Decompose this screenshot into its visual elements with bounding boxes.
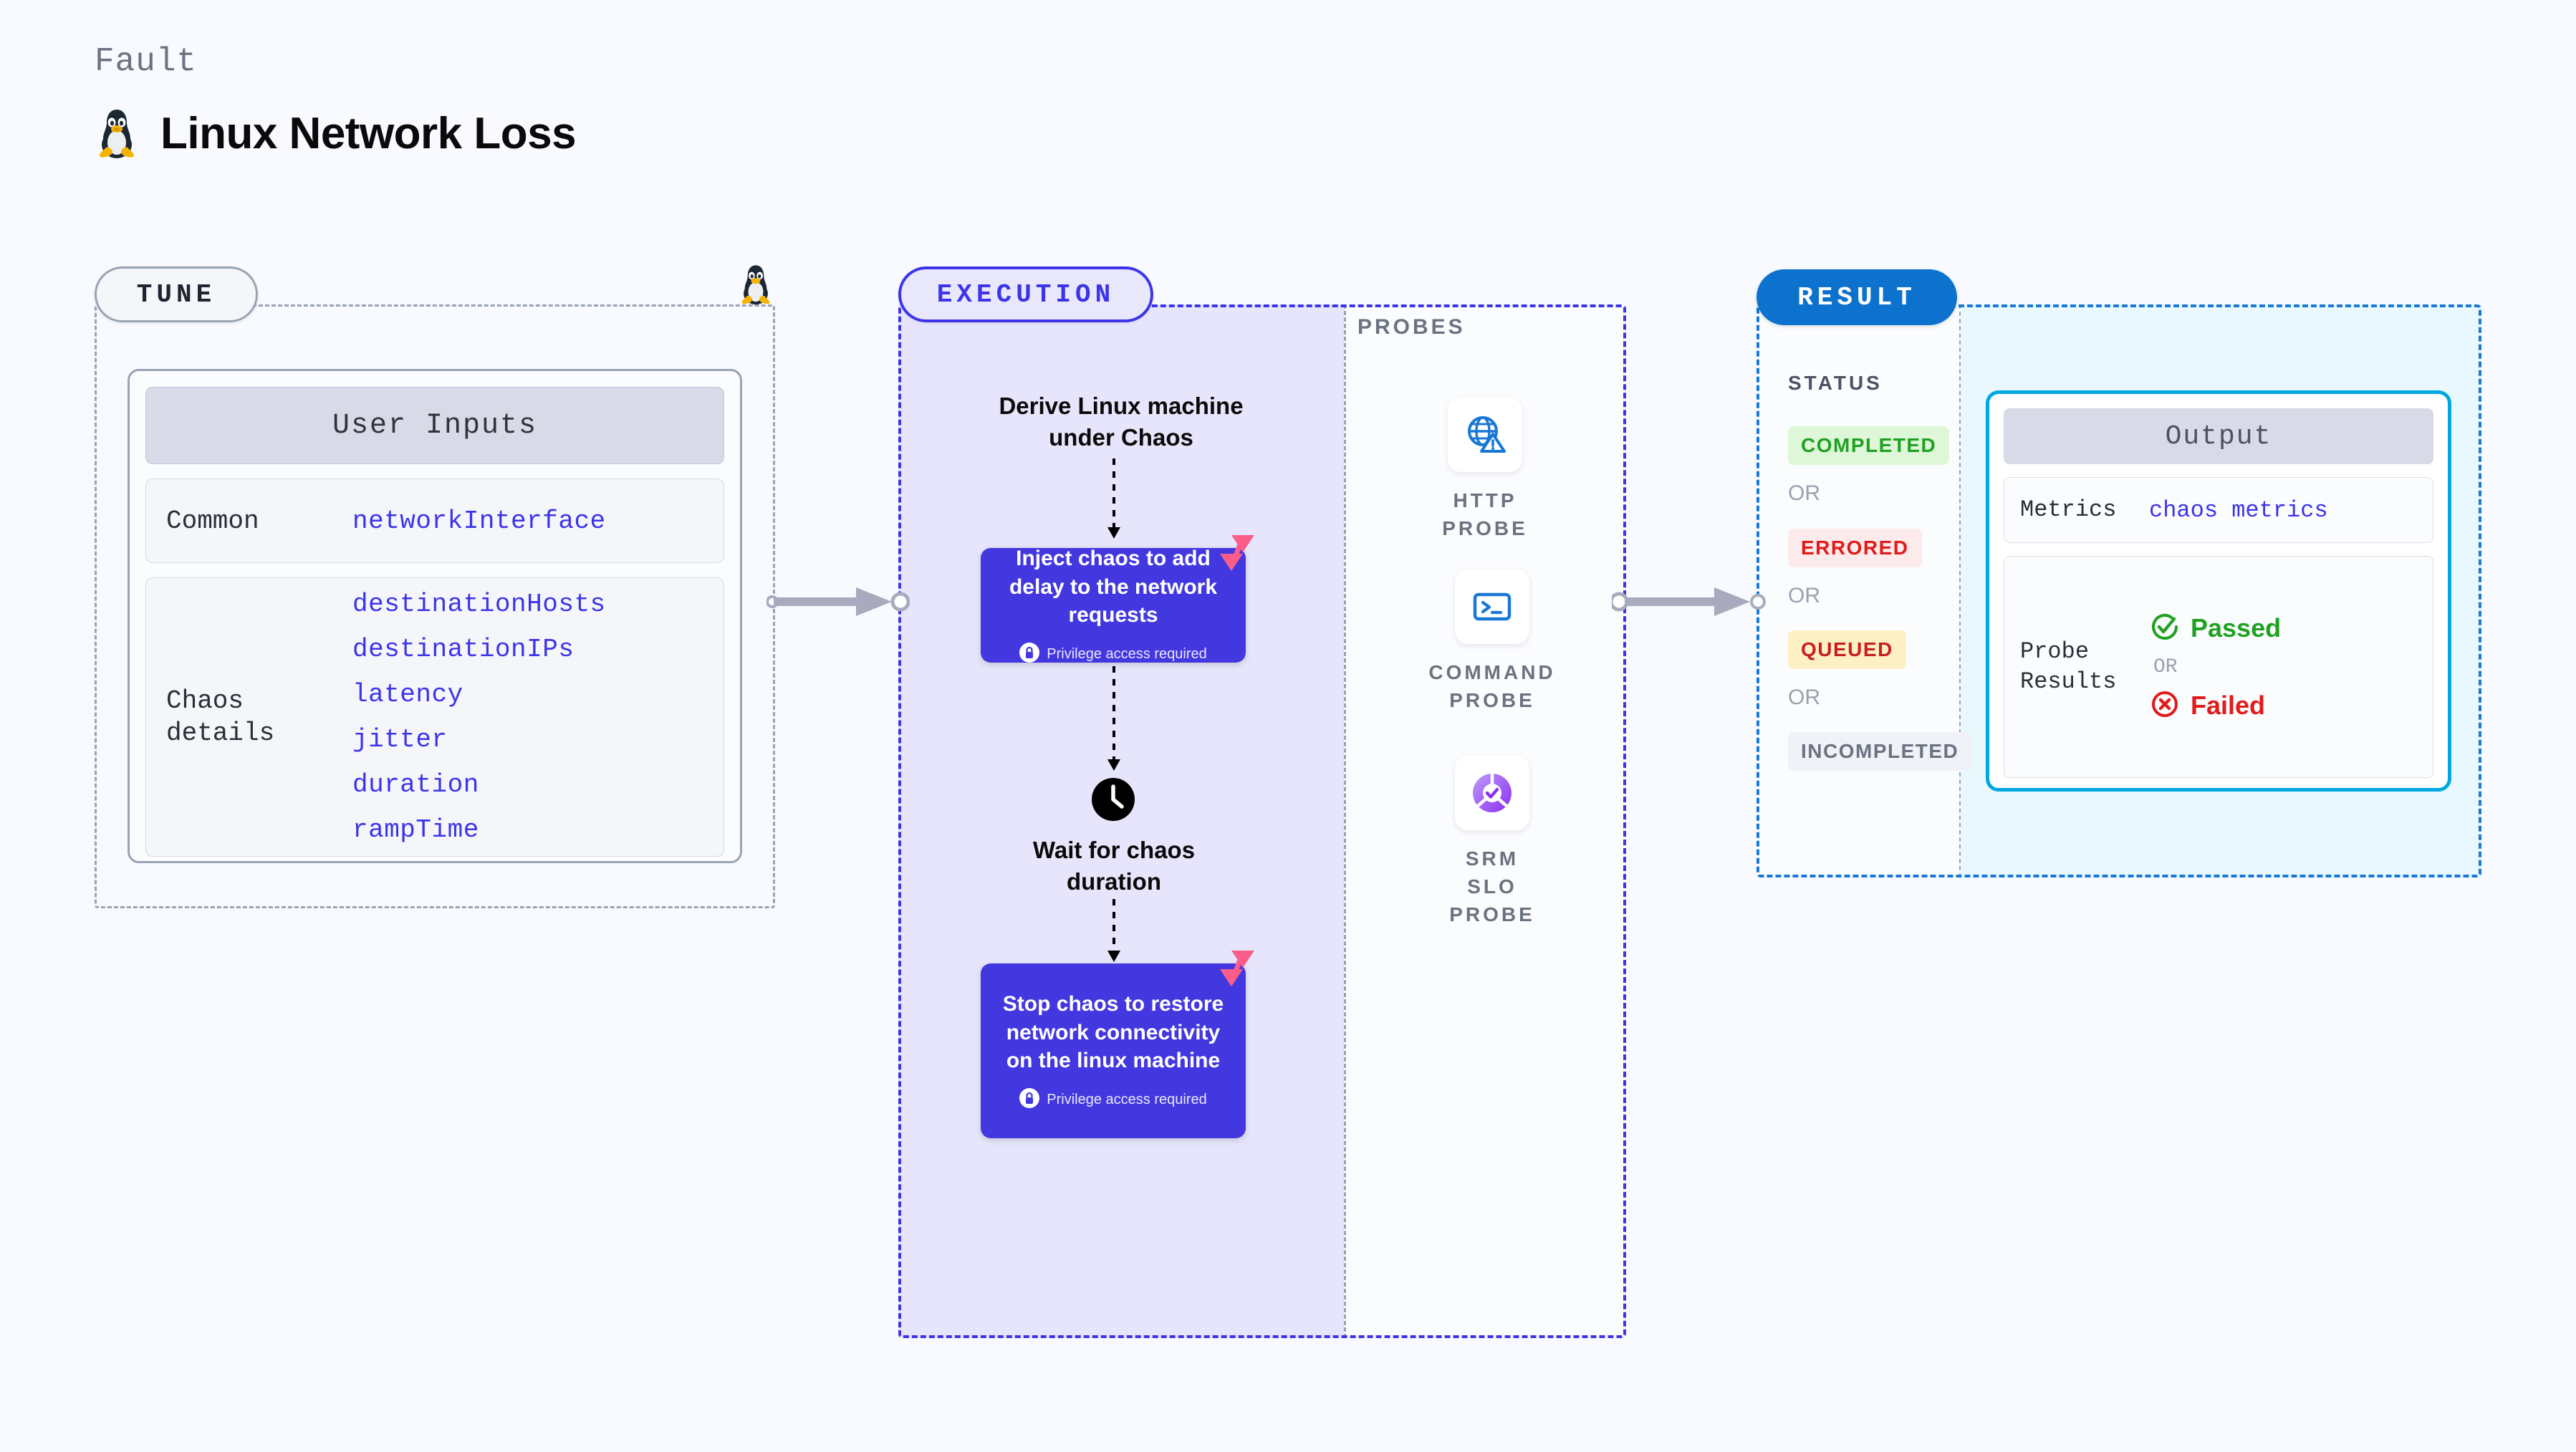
probe-results-values: Passed OR Failed bbox=[2149, 611, 2281, 723]
input-group-chaos-details: Chaos details destinationHosts destinati… bbox=[145, 577, 724, 857]
harness-logo-icon bbox=[1217, 532, 1259, 577]
probe-result-failed: Failed bbox=[2149, 688, 2281, 723]
output-metrics-value[interactable]: chaos metrics bbox=[2149, 496, 2328, 524]
status-badge-queued: QUEUED bbox=[1788, 630, 1906, 669]
probe-item-srm-slo[interactable]: SRM SLO PROBE bbox=[1446, 756, 1539, 929]
result-panel-badge[interactable]: RESULT bbox=[1756, 269, 1957, 325]
x-circle-icon bbox=[2149, 688, 2181, 723]
tux-penguin-icon bbox=[738, 264, 774, 309]
terminal-icon bbox=[1455, 569, 1529, 644]
fault-eyebrow-label: Fault bbox=[95, 43, 198, 80]
status-section-label: STATUS bbox=[1788, 372, 1883, 394]
param-destinationips[interactable]: destinationIPs bbox=[352, 635, 575, 664]
output-row-probe-results: Probe Results Passed OR bbox=[2004, 556, 2433, 778]
status-badge-errored: ERRORED bbox=[1788, 529, 1922, 567]
page-title: Linux Network Loss bbox=[160, 108, 577, 158]
probe-item-command[interactable]: COMMAND PROBE bbox=[1428, 569, 1553, 714]
output-metrics-label: Metrics bbox=[2020, 496, 2117, 524]
execution-probes-region bbox=[898, 304, 1626, 1338]
tune-panel-badge[interactable]: TUNE bbox=[95, 266, 258, 322]
probe-failed-label: Failed bbox=[2191, 691, 2266, 720]
execution-panel-badge[interactable]: EXECUTION bbox=[898, 266, 1153, 322]
privilege-notice: Privilege access required bbox=[1019, 1088, 1207, 1112]
page-title-row: Linux Network Loss bbox=[95, 107, 577, 159]
tux-penguin-icon bbox=[95, 107, 139, 159]
input-group-label: Common bbox=[166, 506, 259, 536]
lock-icon bbox=[1019, 643, 1040, 666]
connector-tune-to-execution bbox=[766, 587, 910, 616]
probe-passed-label: Passed bbox=[2191, 613, 2282, 643]
flow-arrow-down bbox=[1107, 666, 1120, 771]
output-probe-results-label: Probe Results bbox=[2020, 638, 2117, 695]
param-duration[interactable]: duration bbox=[352, 770, 479, 799]
result-status-column bbox=[1756, 304, 1961, 878]
probes-section-label: PROBES bbox=[1357, 315, 1466, 339]
execution-node-text: Stop chaos to restore network connectivi… bbox=[1002, 991, 1224, 1073]
execution-column bbox=[898, 304, 1344, 1338]
probe-label: SRM SLO PROBE bbox=[1449, 847, 1535, 926]
probe-label: COMMAND PROBE bbox=[1428, 661, 1556, 712]
execution-node-stop-chaos[interactable]: Stop chaos to restore network connectivi… bbox=[981, 951, 1254, 1138]
privilege-text: Privilege access required bbox=[1047, 1092, 1207, 1108]
harness-logo-icon bbox=[1217, 948, 1259, 993]
output-row-metrics: Metrics chaos metrics bbox=[2004, 477, 2433, 543]
execution-step-wait-heading: Wait for chaos duration bbox=[1032, 837, 1196, 895]
user-inputs-header: User Inputs bbox=[145, 387, 724, 464]
user-inputs-card: User Inputs Common networkInterface Chao… bbox=[128, 369, 742, 863]
connector-execution-to-result bbox=[1612, 587, 1766, 616]
result-panel-region bbox=[1756, 304, 2481, 878]
privilege-notice: Privilege access required bbox=[1019, 643, 1207, 666]
execution-step-derive-heading: Derive Linux machine under Chaos bbox=[999, 393, 1244, 451]
input-group-common: Common networkInterface bbox=[145, 479, 724, 563]
param-latency[interactable]: latency bbox=[352, 680, 463, 709]
status-or-3: OR bbox=[1788, 686, 1820, 709]
param-jitter[interactable]: jitter bbox=[352, 725, 448, 754]
status-or-2: OR bbox=[1788, 584, 1820, 607]
flow-arrow-down bbox=[1107, 458, 1120, 539]
execution-node-text: Inject chaos to add delay to the network… bbox=[1009, 546, 1218, 628]
status-badge-incompleted: INCOMPLETED bbox=[1788, 732, 1972, 771]
privilege-text: Privilege access required bbox=[1047, 646, 1207, 663]
output-card-header: Output bbox=[2004, 408, 2433, 464]
status-badge-completed: COMPLETED bbox=[1788, 426, 1950, 465]
output-card: Output Metrics chaos metrics Probe Resul… bbox=[1986, 390, 2451, 792]
execution-node-inject-chaos[interactable]: Inject chaos to add delay to the network… bbox=[981, 535, 1254, 666]
probe-label: HTTP PROBE bbox=[1442, 489, 1528, 540]
param-destinationhosts[interactable]: destinationHosts bbox=[352, 590, 606, 619]
flow-arrow-down bbox=[1107, 899, 1120, 962]
probe-item-http[interactable]: HTTP PROBE bbox=[1442, 398, 1525, 542]
probe-result-passed: Passed bbox=[2149, 611, 2281, 646]
lock-icon bbox=[1019, 1088, 1040, 1112]
input-group-label: Chaos details bbox=[166, 686, 275, 748]
slo-donut-check-icon bbox=[1455, 756, 1529, 830]
status-or-1: OR bbox=[1788, 481, 1820, 505]
input-group-values: networkInterface bbox=[352, 506, 606, 536]
input-group-values: destinationHosts destinationIPs latency … bbox=[352, 590, 606, 845]
param-networkinterface[interactable]: networkInterface bbox=[352, 506, 606, 536]
page-header: Fault Linux Network Loss bbox=[95, 43, 577, 159]
globe-warning-icon bbox=[1448, 398, 1522, 472]
clock-icon bbox=[1089, 775, 1138, 827]
param-ramptime[interactable]: rampTime bbox=[352, 815, 479, 845]
probe-result-or: OR bbox=[2153, 655, 2178, 678]
check-circle-icon bbox=[2149, 611, 2181, 646]
